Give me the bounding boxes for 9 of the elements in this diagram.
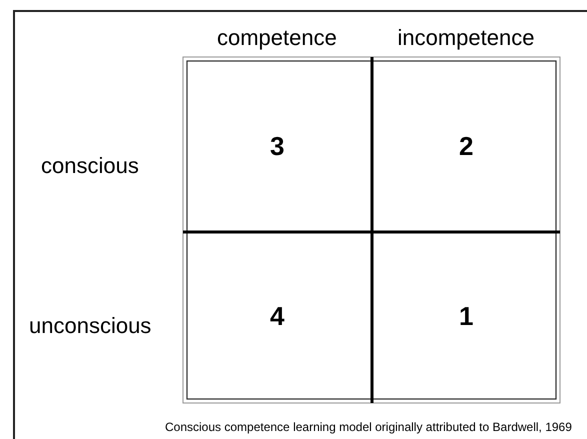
column-heading: incompetence bbox=[398, 25, 534, 51]
quadrant-number: 2 bbox=[459, 130, 474, 162]
row-heading: unconscious bbox=[29, 313, 152, 339]
quadrant-number: 1 bbox=[459, 300, 474, 332]
column-heading: competence bbox=[217, 25, 337, 51]
quadrant-number: 3 bbox=[270, 130, 284, 162]
caption: Conscious competence learning model originally attributed to Bardwell, 1969 bbox=[165, 420, 572, 434]
row-heading: conscious bbox=[41, 153, 139, 179]
quadrant-number: 4 bbox=[270, 300, 284, 332]
